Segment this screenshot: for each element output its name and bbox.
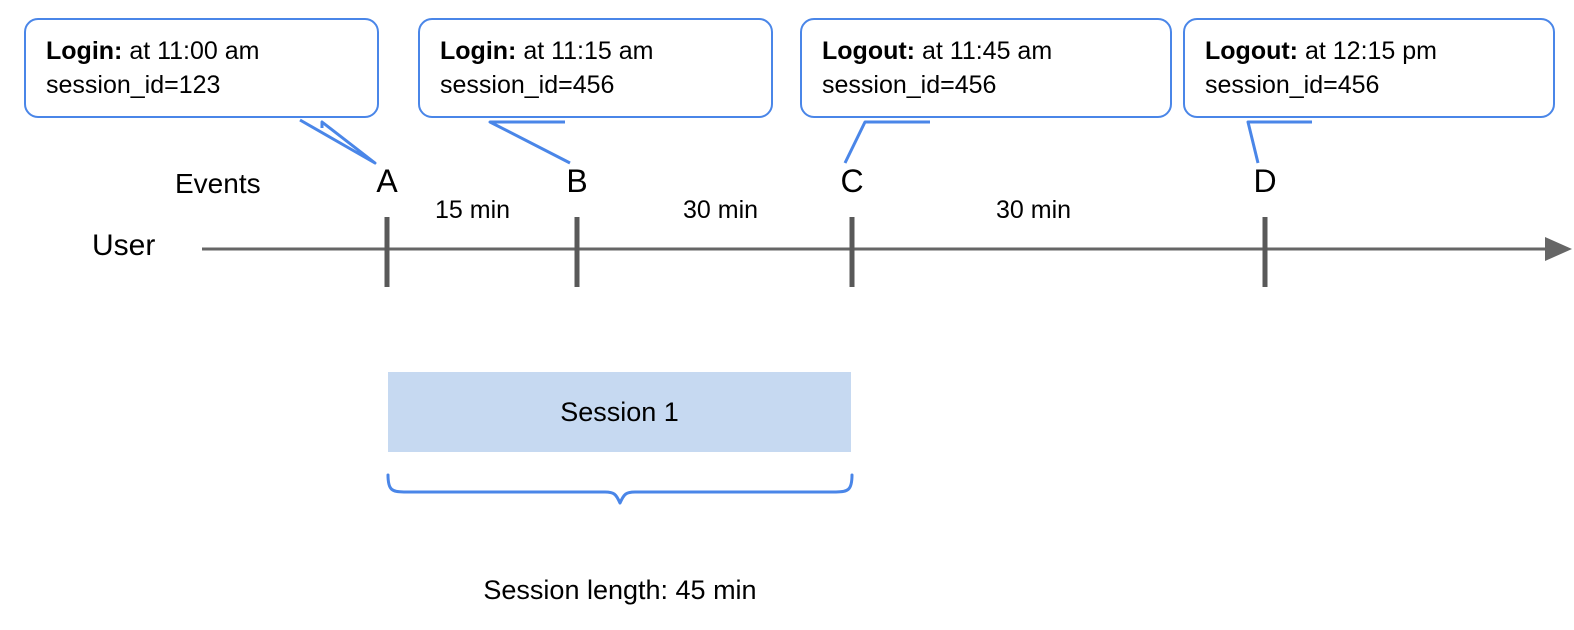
event-callout-b[interactable]: Login: at 11:15 am session_id=456	[418, 18, 773, 118]
callout-tail-a	[299, 118, 377, 165]
interval-label-bc: 30 min	[683, 196, 759, 224]
event-callout-a[interactable]: Login: at 11:00 am session_id=123	[24, 18, 379, 118]
session-brace	[386, 473, 854, 505]
callout-c-time: at 11:45 am	[921, 37, 1053, 65]
callout-b-event-type: Login:	[440, 37, 517, 65]
callout-d-time: at 12:15 pm	[1304, 37, 1437, 65]
callout-c-event-type: Logout:	[822, 37, 916, 65]
event-letter-b: B	[566, 163, 588, 199]
session-length-caption: Session length: 45 min	[483, 575, 757, 605]
callout-b-session-id: session_id=456	[440, 71, 615, 99]
callout-tail-d	[1246, 120, 1312, 164]
event-callout-d[interactable]: Logout: at 12:15 pm session_id=456	[1183, 18, 1555, 118]
callout-a-event-type: Login:	[46, 37, 123, 65]
event-letter-a: A	[376, 163, 398, 199]
callout-a-session-id: session_id=123	[46, 71, 221, 99]
callout-tail-b	[488, 120, 571, 165]
callout-d-session-id: session_id=456	[1205, 71, 1380, 99]
session-bar-label: Session 1	[560, 396, 679, 427]
lane-label-events: Events	[175, 168, 261, 199]
lane-label-user: User	[92, 229, 156, 262]
event-letter-c: C	[840, 163, 864, 199]
callout-tail-c	[843, 120, 930, 164]
interval-label-cd: 30 min	[996, 196, 1072, 224]
callout-d-event-type: Logout:	[1205, 37, 1299, 65]
session-bar[interactable]: Session 1	[388, 372, 851, 452]
callout-b-time: at 11:15 am	[523, 37, 654, 65]
callout-c-session-id: session_id=456	[822, 71, 997, 99]
event-letter-d: D	[1253, 163, 1277, 199]
callout-a-time: at 11:00 am	[129, 37, 260, 65]
event-callout-c[interactable]: Logout: at 11:45 am session_id=456	[800, 18, 1172, 118]
interval-label-ab: 15 min	[435, 196, 511, 224]
